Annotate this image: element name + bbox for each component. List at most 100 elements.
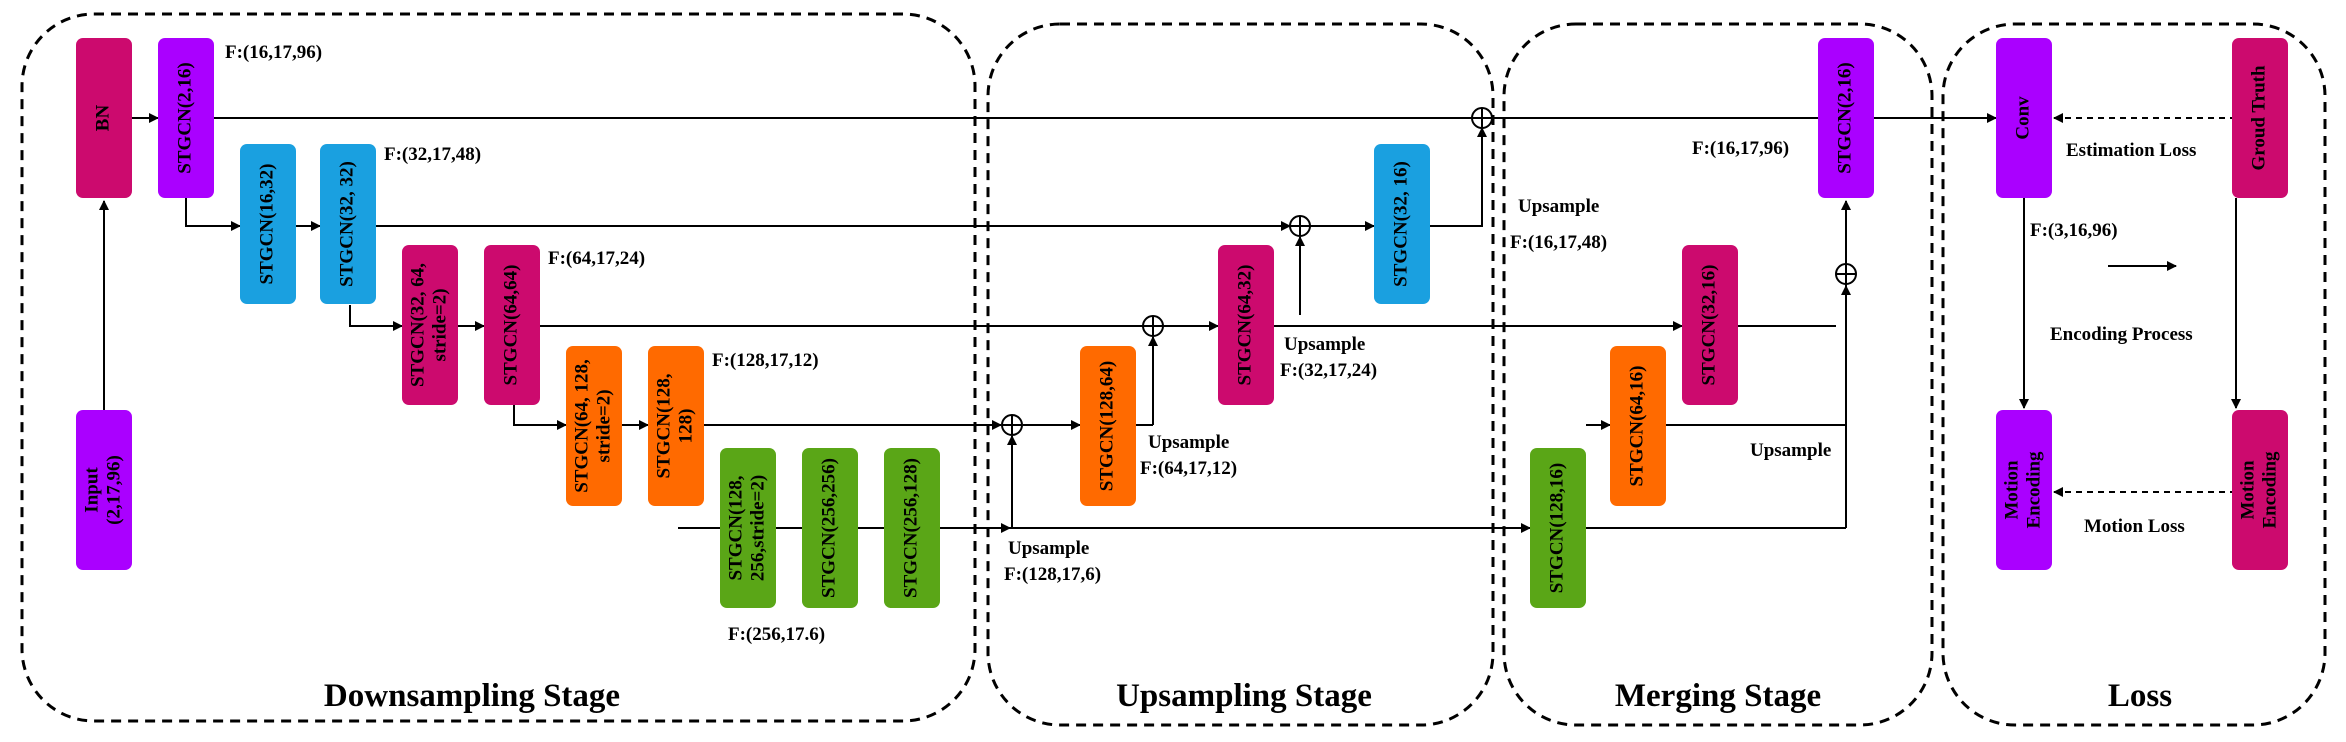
- block-stgcn-256-256: STGCN(256,256): [802, 448, 858, 608]
- block-rect: [158, 38, 214, 198]
- block-rect: [240, 144, 296, 304]
- block-bn: BN: [76, 38, 132, 198]
- sum-node-up-3: [1289, 215, 1311, 237]
- block-rect: [566, 346, 622, 506]
- block-stgcn-256-128: STGCN(256,128): [884, 448, 940, 608]
- block-stgcn-2-16-b: STGCN(2,16): [1818, 38, 1874, 198]
- block-label: STGCN(32,16): [1698, 265, 1719, 386]
- block-rect: [648, 346, 704, 506]
- block-stgcn-32-16-m: STGCN(32,16): [1682, 245, 1738, 405]
- block-stgcn-128-64: STGCN(128,64): [1080, 346, 1136, 506]
- block-stgcn-64-16: STGCN(64,16): [1610, 346, 1666, 506]
- label-upsample-32-17-24-a: Upsample: [1284, 334, 1365, 355]
- block-conv: Conv: [1996, 38, 2052, 198]
- block-label: STGCN(128,: [653, 373, 674, 478]
- label-upsample-128-17-6-b: F:(128,17,6): [1004, 564, 1101, 585]
- block-rect: [1818, 38, 1874, 198]
- block-rect: [1682, 245, 1738, 405]
- block-label: STGCN(32, 64,: [407, 263, 428, 387]
- block-label: Groud Truth: [2248, 65, 2269, 170]
- label-f-16-17-96-a: F:(16,17,96): [225, 42, 322, 63]
- block-label: STGCN(128,16): [1546, 463, 1567, 593]
- block-label: BN: [92, 105, 113, 132]
- loss-stage-title: Loss: [2108, 678, 2172, 714]
- loss-stage-box: [1941, 22, 2327, 727]
- block-label: stride=2): [593, 389, 614, 462]
- block-label: stride=2): [429, 288, 450, 361]
- label-estimation-loss: Estimation Loss: [2066, 140, 2196, 161]
- block-label: Encoding: [2023, 451, 2044, 529]
- block-rect: [720, 448, 776, 608]
- label-f-32-17-48: F:(32,17,48): [384, 144, 481, 165]
- block-rect: [1996, 410, 2052, 570]
- block-label: Motion: [2001, 460, 2022, 520]
- block-rect: [802, 448, 858, 608]
- block-label: STGCN(64,64): [500, 265, 521, 386]
- label-encoding-process: Encoding Process: [2050, 324, 2193, 345]
- label-motion-loss: Motion Loss: [2084, 516, 2185, 537]
- merging-stage-title: Merging Stage: [1615, 678, 1821, 714]
- block-stgcn-32-32: STGCN(32, 32): [320, 144, 376, 304]
- block-stgcn-64-32: STGCN(64,32): [1218, 245, 1274, 405]
- merging-stage-box: [1502, 22, 1934, 727]
- label-f-3-16-96: F:(3,16,96): [2030, 220, 2118, 241]
- sum-node-merge: [1835, 263, 1857, 285]
- block-label: 256,stride=2): [747, 475, 768, 581]
- block-stgcn-64-64: STGCN(64,64): [484, 245, 540, 405]
- label-f-256-17-6: F:(256,17.6): [728, 624, 825, 645]
- block-rect: [402, 245, 458, 405]
- block-stgcn-128-16: STGCN(128,16): [1530, 448, 1586, 608]
- label-upsample-64-17-12-a: Upsample: [1148, 432, 1229, 453]
- block-stgcn-16-32: STGCN(16,32): [240, 144, 296, 304]
- block-label: Input: [81, 467, 102, 513]
- block-label: Motion: [2237, 460, 2258, 520]
- label-upsample-16-17-48-b: F:(16,17,48): [1510, 232, 1607, 253]
- block-label: STGCN(2,16): [174, 62, 195, 173]
- block-label: STGCN(16,32): [256, 164, 277, 285]
- label-upsample-128-17-6-a: Upsample: [1008, 538, 1089, 559]
- block-stgcn-128-128: STGCN(128,128): [648, 346, 704, 506]
- block-label: Encoding: [2259, 451, 2280, 529]
- label-f-128-17-12: F:(128,17,12): [712, 350, 819, 371]
- block-rect: [1996, 38, 2052, 198]
- block-rect: [320, 144, 376, 304]
- block-label: STGCN(2,16): [1834, 62, 1855, 173]
- label-f-64-17-24: F:(64,17,24): [548, 248, 645, 269]
- sum-node-up-2: [1142, 315, 1164, 337]
- block-label: STGCN(256,256): [818, 458, 839, 598]
- block-stgcn-32-64-s2: STGCN(32, 64,stride=2): [402, 245, 458, 405]
- block-ground-truth: Groud Truth: [2232, 38, 2288, 198]
- block-rect: [2232, 38, 2288, 198]
- block-rect: [484, 245, 540, 405]
- block-rect: [1080, 346, 1136, 506]
- downsampling-stage-title: Downsampling Stage: [324, 678, 620, 714]
- block-label: 128): [675, 409, 696, 444]
- label-upsample-merge: Upsample: [1750, 440, 1831, 461]
- label-upsample-16-17-48-a: Upsample: [1518, 196, 1599, 217]
- label-f-16-17-96-b: F:(16,17,96): [1692, 138, 1789, 159]
- block-rect: [76, 38, 132, 198]
- label-upsample-64-17-12-b: F:(64,17,12): [1140, 458, 1237, 479]
- block-label: STGCN(64, 128,: [571, 359, 592, 493]
- block-stgcn-64-128-s2: STGCN(64, 128,stride=2): [566, 346, 622, 506]
- block-label: STGCN(32, 16): [1390, 161, 1411, 287]
- sum-node-merge-top: [1471, 107, 1493, 129]
- block-stgcn-32-16-up: STGCN(32, 16): [1374, 144, 1430, 304]
- block-rect: [1610, 346, 1666, 506]
- block-rect: [1530, 448, 1586, 608]
- block-input: Input(2,17,96): [76, 410, 132, 570]
- block-stgcn-2-16-a: STGCN(2,16): [158, 38, 214, 198]
- upsampling-stage-box: [986, 22, 1495, 727]
- blocks-layer: Input(2,17,96) BN STGCN(2,16) STGCN(16,32) S…: [76, 38, 2288, 608]
- sum-node-up-1: [1001, 414, 1023, 436]
- block-label: STGCN(32, 32): [336, 161, 357, 287]
- block-stgcn-128-256-s2: STGCN(128,256,stride=2): [720, 448, 776, 608]
- block-label: STGCN(128,: [725, 475, 746, 580]
- connections: [99, 113, 2241, 533]
- block-label: STGCN(64,16): [1626, 366, 1647, 487]
- block-rect: [2232, 410, 2288, 570]
- block-rect: [1374, 144, 1430, 304]
